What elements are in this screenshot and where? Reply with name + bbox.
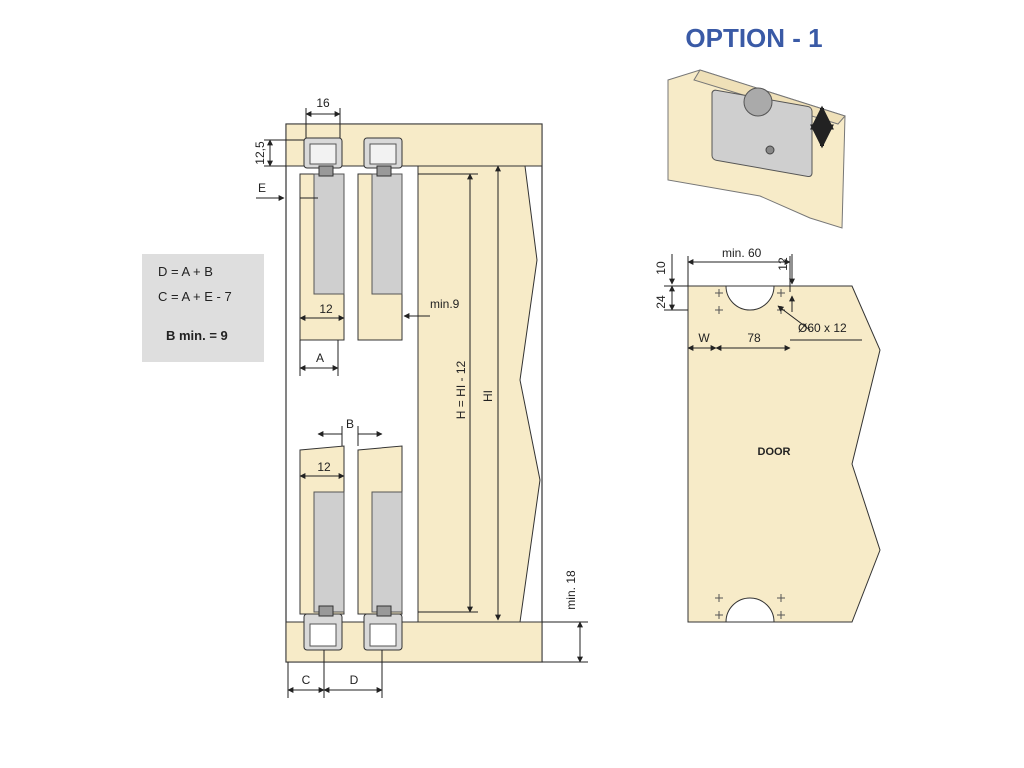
lower-door-right <box>357 445 403 617</box>
top-hole <box>725 285 775 311</box>
top-track-right <box>363 137 403 169</box>
roller-illustration <box>667 69 846 229</box>
door-drilling-diagram: min. 60 10 12 24 W 78 Ø60 x 12 DOOR <box>654 246 881 623</box>
dim-min18: min. 18 <box>564 570 578 610</box>
dimension-lines <box>256 108 588 698</box>
roller-wheel <box>743 87 773 117</box>
dim-78: 78 <box>747 331 761 345</box>
dim-w: W <box>698 331 710 345</box>
dim-12-door: 12 <box>776 257 790 271</box>
dim-24: 24 <box>654 295 668 309</box>
bottom-hole <box>725 597 775 623</box>
dim-10: 10 <box>654 261 668 275</box>
dim-c: C <box>302 673 311 687</box>
cross-section-view: 16 12,5 E 12 min.9 A B 12 H = HI - 12 HI… <box>253 96 588 698</box>
top-track-left <box>303 137 343 169</box>
adjust-screw <box>765 145 775 155</box>
dim-min9: min.9 <box>430 297 460 311</box>
side-panel <box>417 165 541 623</box>
formula-line-2: C = A + E - 7 <box>158 289 232 304</box>
dim-h-formula: H = HI - 12 <box>454 361 468 420</box>
dim-12-lower: 12 <box>317 460 331 474</box>
dim-min60: min. 60 <box>722 246 762 260</box>
formula-line-1: D = A + B <box>158 264 213 279</box>
upper-door-right <box>357 165 403 341</box>
dim-b: B <box>346 417 354 431</box>
dim-e: E <box>258 181 266 195</box>
dim-16: 16 <box>316 96 330 110</box>
dim-12-upper: 12 <box>319 302 333 316</box>
formula-box: D = A + B C = A + E - 7 B min. = 9 <box>142 254 264 362</box>
dim-12-5: 12,5 <box>253 141 267 165</box>
dim-a: A <box>316 351 324 365</box>
door-panel <box>687 285 881 623</box>
dim-hole: Ø60 x 12 <box>798 321 847 335</box>
lower-door-left <box>299 445 345 617</box>
formula-background <box>142 254 264 362</box>
screw-marks <box>715 289 785 619</box>
dim-hi: HI <box>481 390 495 402</box>
door-dimension-lines <box>664 254 862 351</box>
formula-line-3: B min. = 9 <box>166 328 228 343</box>
page-title: OPTION - 1 <box>685 23 822 53</box>
bottom-track-right <box>363 613 403 651</box>
door-label: DOOR <box>758 446 791 458</box>
dim-d: D <box>350 673 359 687</box>
upper-door-left <box>299 165 345 341</box>
bottom-track-left <box>303 613 343 651</box>
